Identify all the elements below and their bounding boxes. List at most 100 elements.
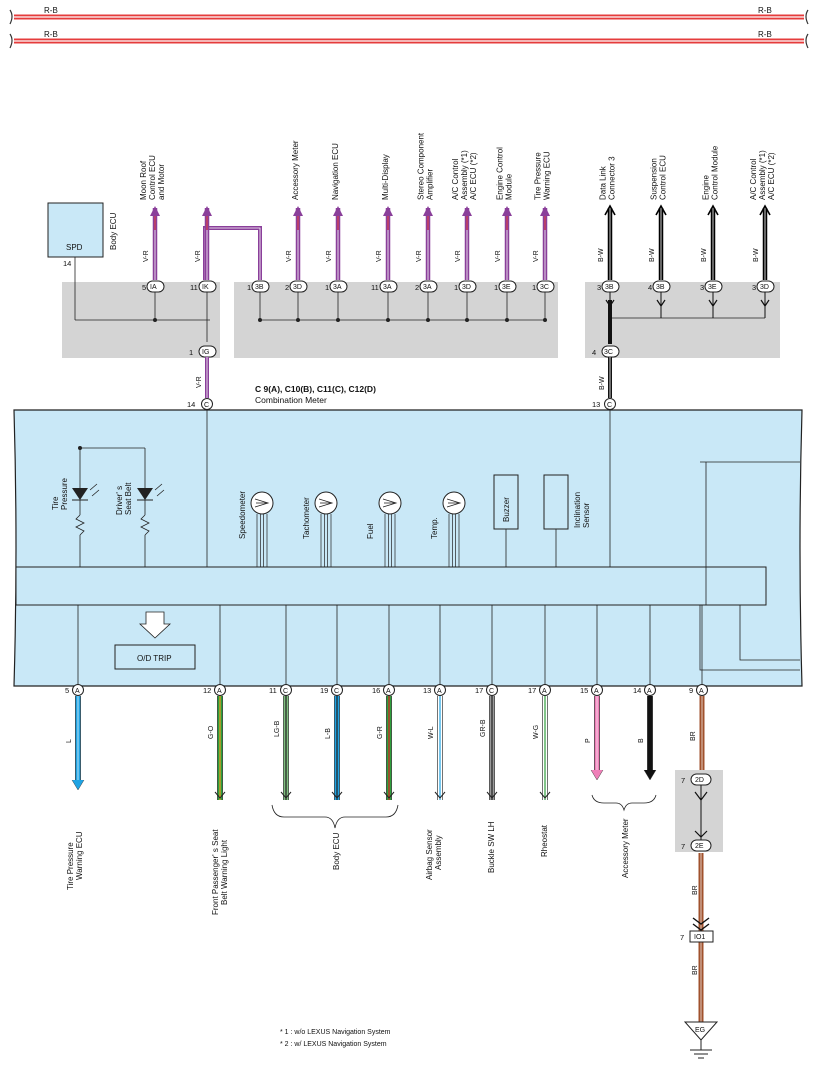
bottom-code-9: A xyxy=(647,688,652,695)
top-code-5: 3A xyxy=(333,284,342,291)
top-label-11-0: Data Link xyxy=(599,165,608,200)
top-wire-10: V-R xyxy=(533,250,540,262)
ig-pin: 1 xyxy=(189,348,193,357)
top-pin-1: 5 xyxy=(142,283,146,292)
bottom-code-8: A xyxy=(594,688,599,695)
bottom-pinnum-8: 15 xyxy=(580,686,588,695)
spd-label: SPD xyxy=(66,243,83,252)
note-1: * 1 : w/o LEXUS Navigation System xyxy=(280,1029,391,1036)
top-wire-1: V-R xyxy=(143,250,150,262)
ig-wire: V-R xyxy=(196,376,203,388)
top-label-8-0: A/C Control xyxy=(451,158,460,200)
dest-airbag-1: Airbag Sensor xyxy=(425,829,434,880)
top-pin-12: 4 xyxy=(648,283,652,292)
dest-tpw-1: Tire Pressure xyxy=(66,842,75,890)
meter-name: Combination Meter xyxy=(255,395,327,405)
meter-title: C 9(A), C10(B), C11(C), C12(D) xyxy=(255,384,376,394)
dest-body-ecu: Body ECU xyxy=(332,832,341,870)
indicators: Tire Pressure Driver' s Seat Belt xyxy=(51,446,165,567)
top-label-1-2: and Motor xyxy=(157,164,166,200)
bus-top-right: R-B xyxy=(758,6,772,15)
ground-label: EG xyxy=(695,1027,705,1034)
top-label-14-1: Assembly (*1) xyxy=(758,150,767,200)
top-wire-9: V-R xyxy=(495,250,502,262)
top-wire-11: B-W xyxy=(598,248,605,262)
ground-wire-2: BR xyxy=(692,965,699,975)
top-label-1-0: Moon Roof xyxy=(139,160,148,200)
top-code-12: 3B xyxy=(656,284,665,291)
bottom-code-0: A xyxy=(75,688,80,695)
top-label-7-0: Stereo Component xyxy=(417,132,426,200)
top-label-12-1: Control ECU xyxy=(659,155,668,200)
bottom-wire-4: G-R xyxy=(377,726,384,739)
bottom-pinnum-5: 13 xyxy=(423,686,431,695)
shade-right xyxy=(585,282,780,358)
bottom-pinnum-10: 9 xyxy=(689,686,693,695)
bottom-pinnum-1: 12 xyxy=(203,686,211,695)
bottom-wire-0: L xyxy=(66,739,73,743)
ground-2e-code: 2E xyxy=(695,843,704,850)
top-pin-8: 1 xyxy=(454,283,458,292)
top-label-5-0: Navigation ECU xyxy=(331,143,340,200)
gauge-temp: Temp. xyxy=(430,491,466,567)
ground-io1-pin: 7 xyxy=(680,933,684,942)
bottom-wire-1: G-O xyxy=(208,725,215,739)
gauge-label-0: Speedometer xyxy=(238,491,247,539)
top-label-12-0: Suspension xyxy=(650,158,659,200)
spd-box xyxy=(47,202,104,258)
top-pin-14: 3 xyxy=(752,283,756,292)
top-code-6: 3A xyxy=(383,284,392,291)
gauge-speedometer: Speedometer xyxy=(238,491,274,567)
inclination-label-1: Inclination xyxy=(573,492,582,528)
top-code-10: 3C xyxy=(540,284,549,291)
bottom-pin-3: C 19L-B xyxy=(320,605,343,800)
top-code-11: 3B xyxy=(605,284,614,291)
bottom-pinnum-3: 19 xyxy=(320,686,328,695)
ground-2d-code: 2D xyxy=(695,777,704,784)
bottom-pinnum-0: 5 xyxy=(65,686,69,695)
body-ecu-label: Body ECU xyxy=(109,212,118,250)
c3-code: 3C xyxy=(604,349,613,356)
bottom-wire-8: P xyxy=(585,738,592,743)
dest-rheostat: Rheostat xyxy=(540,824,549,857)
bottom-pins: A5LA12G-OC11LG-BC19L-BA16G-RA13W-LC17GR-… xyxy=(65,605,708,800)
dest-fpsb-1: Front Passenger' s Seat xyxy=(211,829,220,915)
top-pin-11: 3 xyxy=(597,283,601,292)
bottom-wire-7: W-G xyxy=(533,725,540,739)
bottom-pinnum-6: 17 xyxy=(475,686,483,695)
bus-top-left: R-B xyxy=(44,6,58,15)
bus-bottom-left: R-B xyxy=(44,30,58,39)
ig-meter-code: C xyxy=(204,402,209,409)
combination-meter xyxy=(13,409,803,687)
ig-junction: IG 1 V-R C 14 xyxy=(187,320,217,410)
bottom-code-1: A xyxy=(217,688,222,695)
bottom-code-3: C xyxy=(334,688,339,695)
top-pin-7: 2 xyxy=(415,283,419,292)
bottom-wire-3: L-B xyxy=(325,728,332,739)
ig-code: IG xyxy=(202,349,209,356)
c3-meter-code: C xyxy=(607,402,612,409)
top-wire-5: V-R xyxy=(326,250,333,262)
gauge-fuel: Fuel xyxy=(366,491,402,567)
top-pin-10: 1 xyxy=(532,283,536,292)
inclination-label-2: Sensor xyxy=(582,502,591,528)
tire-pressure-label-1: Tire xyxy=(51,496,60,510)
bottom-pinnum-4: 16 xyxy=(372,686,380,695)
top-label-13-0: Engine xyxy=(702,175,711,200)
top-label-11-1: Connector 3 xyxy=(608,156,617,200)
bottom-pinnum-7: 17 xyxy=(528,686,536,695)
gauge-label-3: Temp. xyxy=(430,517,439,539)
top-code-8: 3D xyxy=(462,284,471,291)
top-label-9-1: Module xyxy=(505,173,514,200)
c3-wire: B-W xyxy=(599,376,606,390)
